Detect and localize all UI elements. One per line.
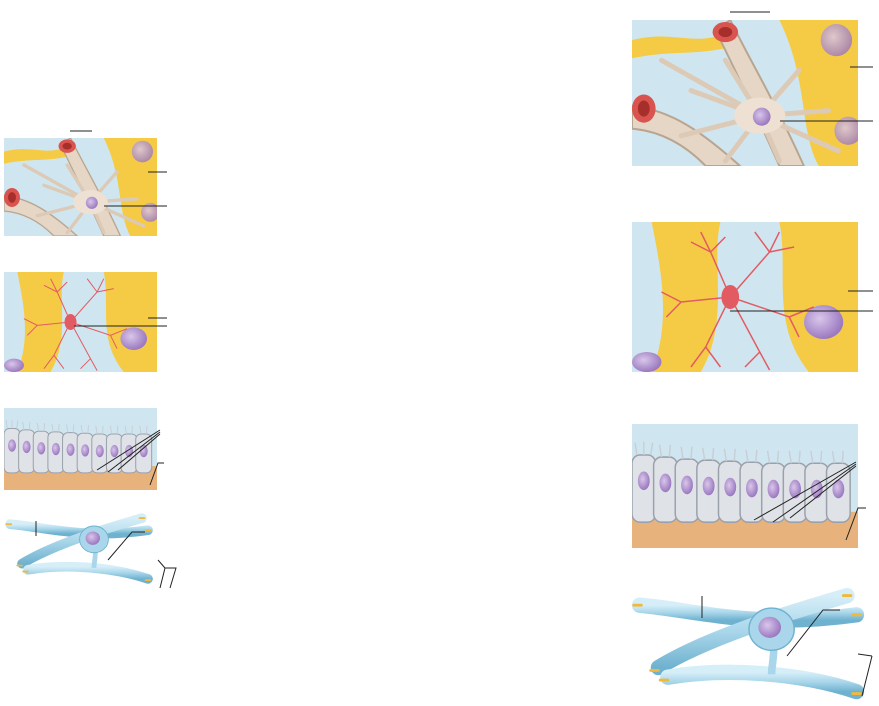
leader-brain-tissue-small: [150, 463, 164, 485]
leader-axons-small: [158, 560, 176, 588]
leader-oligo-small: [108, 532, 145, 560]
leader-axons-large: [858, 654, 872, 696]
leader-oligo-large: [787, 610, 840, 656]
leader-ependymal-large: [754, 462, 856, 522]
leader-ependymal-small: [97, 430, 160, 472]
leader-brain-tissue-large: [846, 508, 866, 540]
